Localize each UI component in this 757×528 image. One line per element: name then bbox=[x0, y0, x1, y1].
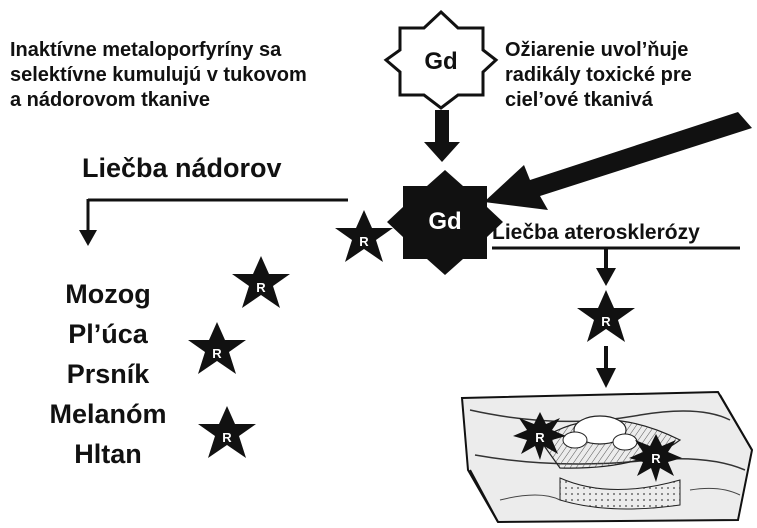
radical-label: R bbox=[535, 430, 545, 445]
radical-label: R bbox=[601, 314, 611, 329]
gadolinium-outline-star-icon: Gd bbox=[386, 12, 496, 108]
center-gd-label: Gd bbox=[428, 208, 461, 235]
artery-plaque-illustration bbox=[462, 392, 752, 522]
top-gd-label: Gd bbox=[424, 48, 457, 75]
radical-star-icon: R bbox=[188, 322, 246, 374]
radical-label: R bbox=[256, 280, 266, 295]
down-arrow-icon bbox=[596, 346, 616, 388]
radical-star-icon: R bbox=[577, 290, 635, 342]
tumor-branch-arrow-icon bbox=[79, 199, 348, 246]
down-arrow-icon bbox=[424, 110, 460, 162]
radical-label: R bbox=[222, 430, 232, 445]
radical-star-icon: R bbox=[232, 256, 290, 308]
radical-star-icon: R bbox=[198, 406, 256, 458]
athero-branch-line bbox=[492, 248, 740, 286]
gadolinium-filled-star-icon: Gd bbox=[387, 170, 503, 275]
radiation-arrow-icon bbox=[484, 112, 752, 210]
radical-star-icon: R bbox=[335, 210, 393, 262]
radical-label: R bbox=[359, 234, 369, 249]
radical-label: R bbox=[212, 346, 222, 361]
radical-label: R bbox=[651, 451, 661, 466]
